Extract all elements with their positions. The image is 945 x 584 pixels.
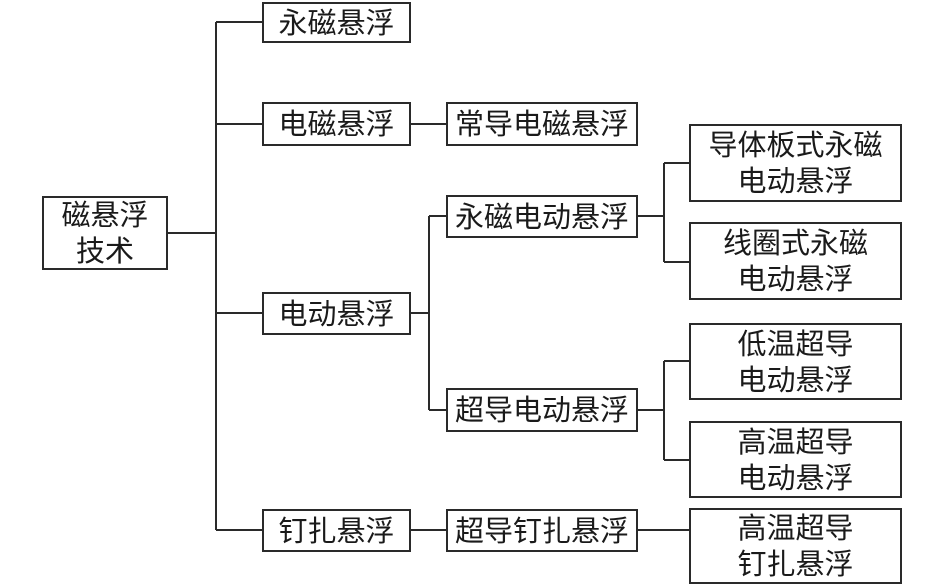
node-electromagnetic-levitation: 电磁悬浮: [262, 102, 411, 146]
node-line-1: 低温超导: [737, 326, 854, 361]
node-coil-pm-ed: 线圈式永磁 电动悬浮: [689, 222, 902, 300]
node-label: 永磁电动悬浮: [454, 199, 629, 234]
node-line-1: 高温超导: [737, 511, 854, 545]
root-line-1: 磁悬浮: [61, 198, 149, 232]
node-label: 钉扎悬浮: [278, 513, 395, 548]
node-line-2: 电动悬浮: [737, 460, 854, 495]
node-line-1: 导体板式永磁: [708, 128, 883, 162]
node-conductor-plate-pm-ed: 导体板式永磁 电动悬浮: [689, 124, 902, 202]
node-sc-electrodynamic: 超导电动悬浮: [446, 388, 638, 432]
node-label: 电磁悬浮: [278, 107, 395, 141]
root-line-2: 技术: [75, 234, 134, 268]
node-line-2: 钉扎悬浮: [737, 547, 854, 581]
node-line-2: 电动悬浮: [737, 362, 854, 397]
node-high-temp-sc-pinning: 高温超导 钉扎悬浮: [689, 508, 902, 584]
node-sc-pinning: 超导钉扎悬浮: [446, 509, 638, 552]
node-electrodynamic-levitation: 电动悬浮: [262, 292, 411, 335]
root-node: 磁悬浮 技术: [42, 196, 168, 270]
node-line-1: 高温超导: [737, 424, 854, 459]
node-label: 超导电动悬浮: [454, 393, 629, 427]
node-high-temp-sc-ed: 高温超导 电动悬浮: [689, 421, 902, 498]
node-line-2: 电动悬浮: [737, 164, 854, 198]
node-normal-conducting-em: 常导电磁悬浮: [446, 102, 638, 146]
node-pm-electrodynamic: 永磁电动悬浮: [446, 195, 638, 238]
node-permanent-magnet-levitation: 永磁悬浮: [262, 2, 411, 43]
node-label: 超导钉扎悬浮: [454, 513, 629, 548]
node-label: 电动悬浮: [278, 296, 395, 331]
node-line-1: 线圈式永磁: [722, 226, 868, 260]
node-pinning-levitation: 钉扎悬浮: [262, 509, 411, 552]
node-label: 永磁悬浮: [278, 5, 395, 40]
node-line-2: 电动悬浮: [737, 262, 854, 296]
node-low-temp-sc-ed: 低温超导 电动悬浮: [689, 323, 902, 400]
node-label: 常导电磁悬浮: [454, 107, 629, 141]
